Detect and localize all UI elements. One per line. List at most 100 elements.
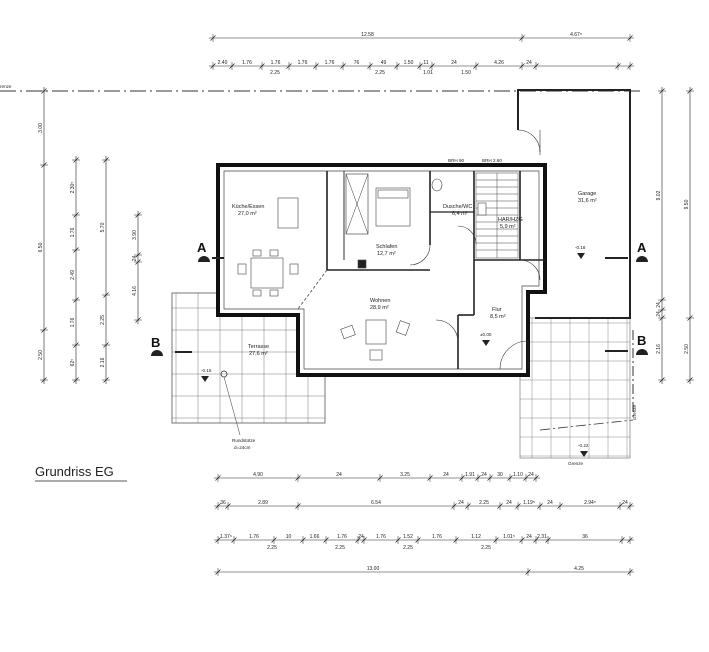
dim-left-inner1-label: 2.49	[70, 270, 76, 280]
dim-top-row2-label: 2.40	[218, 60, 228, 66]
dim-top-row2-label: 24	[451, 60, 457, 66]
level-markers: ±0.00 -0.15 -0.18 -0.22	[201, 245, 589, 457]
room-schlafen-area: 12,7 m²	[377, 251, 396, 257]
dim-top-row2-sub-label: 1.50	[461, 70, 471, 76]
dim-top-row2-label: 1.76	[271, 60, 281, 66]
dim-right-inner-label: 2.16	[656, 344, 662, 354]
boundary-label-left: renze	[0, 84, 12, 89]
dim-bottom-row3-label: 24	[526, 534, 532, 540]
dim-bottom-row1-label: 24	[528, 472, 534, 478]
dim-bottom-row4-label: 4.25	[574, 566, 584, 572]
dim-bottom-row3-label: 1.76	[376, 534, 386, 540]
dim-left-outer-label: 2.50	[38, 350, 44, 360]
dim-top-row2-label: 1.76	[325, 60, 335, 66]
dim-bottom-row3-sub-label: 2.25	[267, 545, 277, 551]
dim-bottom-row3-label: 1.52	[403, 534, 413, 540]
room-dusche-name: Dusche/WC	[443, 204, 472, 210]
dim-bottom-row3-sub-label: 2.25	[403, 545, 413, 551]
dim-bottom-row2-label: 24	[506, 500, 512, 506]
dim-top-row2-sub-label: 1.01	[423, 70, 433, 76]
dim-right-inner-label: 24	[656, 302, 662, 308]
room-kueche-area: 27,0 m²	[238, 211, 257, 217]
dim-left-outer-label: 3.00	[38, 123, 44, 133]
dim-bottom-row2-label: 24	[547, 500, 553, 506]
dim-bottom-row3-label: 1.76	[249, 534, 259, 540]
dim-top-row2-label: 76	[354, 60, 360, 66]
section-b-right: B	[637, 333, 646, 348]
dim-top-row2-label: 11	[423, 60, 428, 66]
dim-left-outer-label: 6.50	[38, 242, 44, 252]
support-column: Rundstütze d=24cm	[220, 370, 256, 450]
dim-bottom-row3-label: 2.31	[537, 534, 547, 540]
room-wohnen-name: Wohnen	[370, 298, 390, 304]
dim-bottom-row3-label: 1.76	[432, 534, 442, 540]
dim-bottom-row1-label: 3.25	[400, 472, 410, 478]
dim-bottom-row2-label: 2.89	[258, 500, 268, 506]
dim-left-inner3-label: 24	[132, 256, 138, 262]
room-kueche-name: Küche/Essen	[232, 204, 264, 210]
dim-bottom-row3-label: 1.12	[471, 534, 481, 540]
dim-bottom-row3-label: 1.01⁵	[503, 534, 515, 540]
window-label-brh260: BRH 2.60	[482, 158, 502, 163]
plan-title: Grundriss EG	[35, 464, 114, 479]
dim-top-row2-label: 1.76	[242, 60, 252, 66]
support-size: d=24cm	[234, 445, 251, 450]
section-markers: A A B B	[151, 240, 648, 356]
level-main: ±0.00	[480, 332, 492, 337]
dim-right-inner-label: 9.02	[656, 190, 662, 200]
dim-bottom-row2-label: 36	[220, 500, 226, 506]
dim-left-inner3-label: 3.90	[132, 230, 138, 240]
room-schlafen-name: Schlafen	[376, 244, 397, 250]
dim-left-inner1-label: 1.76	[70, 317, 76, 327]
dim-left-inner1-label: 1.76	[70, 227, 76, 237]
room-dusche-area: 6,4 m²	[452, 211, 468, 217]
dim-bottom-row1-label: 24	[443, 472, 449, 478]
support-name: Rundstütze	[232, 438, 256, 443]
dim-top-row1-label: 12.58	[361, 32, 374, 38]
dim-bottom-row1-label: 30	[497, 472, 503, 478]
dim-bottom-row3-label: 1.66	[310, 534, 320, 540]
dim-left-inner2-label: 2.16	[100, 357, 106, 367]
room-labels: Küche/Essen 27,0 m² Schlafen 12,7 m² Dus…	[232, 158, 597, 357]
dim-top-row2-label: 1.76	[298, 60, 308, 66]
dim-right-outer-label: 9.50	[684, 199, 690, 209]
dim-left-inner2-label: 2.25	[100, 315, 106, 325]
boundary-label-right: Grenze	[632, 404, 637, 420]
window-label-brh90: BRH 90	[448, 158, 465, 163]
section-b-left: B	[151, 335, 160, 350]
dim-right-outer-label: 2.50	[684, 344, 690, 354]
dim-bottom-row2-label: 24	[458, 500, 464, 506]
dim-bottom-row3-label: 36	[582, 534, 588, 540]
level-entry: -0.22	[578, 443, 589, 448]
room-terrasse-area: 27,6 m²	[249, 351, 268, 357]
dim-bottom-row1-label: 24	[481, 472, 487, 478]
dim-bottom-row3-label: 1.76	[337, 534, 347, 540]
room-flur-area: 8,5 m²	[490, 314, 506, 320]
dim-bottom-row1-label: 1.10	[513, 472, 523, 478]
dim-bottom-row3-label: 1.37⁵	[220, 534, 232, 540]
dim-bottom-row3-sub-label: 2.25	[335, 545, 345, 551]
section-a-right: A	[637, 240, 647, 255]
level-terrace: -0.15	[201, 368, 212, 373]
furniture	[237, 178, 487, 361]
level-garage: -0.18	[575, 245, 586, 250]
dim-bottom-row1-label: 1.91	[465, 472, 475, 478]
dim-bottom-row3-sub-label: 2.25	[481, 545, 491, 551]
dim-top-row2-label: 24	[526, 60, 532, 66]
dim-bottom-row3-label: 10	[286, 534, 292, 540]
room-flur-name: Flur	[492, 307, 502, 313]
dim-top-row2-label: 4.26	[494, 60, 504, 66]
dim-bottom-row2-label: 24	[622, 500, 628, 506]
dim-top-row2-sub-label: 2.25	[375, 70, 385, 76]
dim-bottom-row4-label: 13.00	[367, 566, 380, 572]
room-terrasse-name: Terrasse	[248, 344, 269, 350]
dim-left-inner3-label: 4.16	[132, 286, 138, 296]
dim-bottom-row1-label: 4.90	[253, 472, 263, 478]
boundary-label-bottom: Grenze	[568, 461, 584, 466]
dim-bottom-row2-label: 2.25	[479, 500, 489, 506]
dim-bottom-row2-label: 2.94⁵	[584, 500, 596, 506]
dim-top-row2-sub-label: 2.25	[270, 70, 280, 76]
doors	[409, 225, 541, 370]
